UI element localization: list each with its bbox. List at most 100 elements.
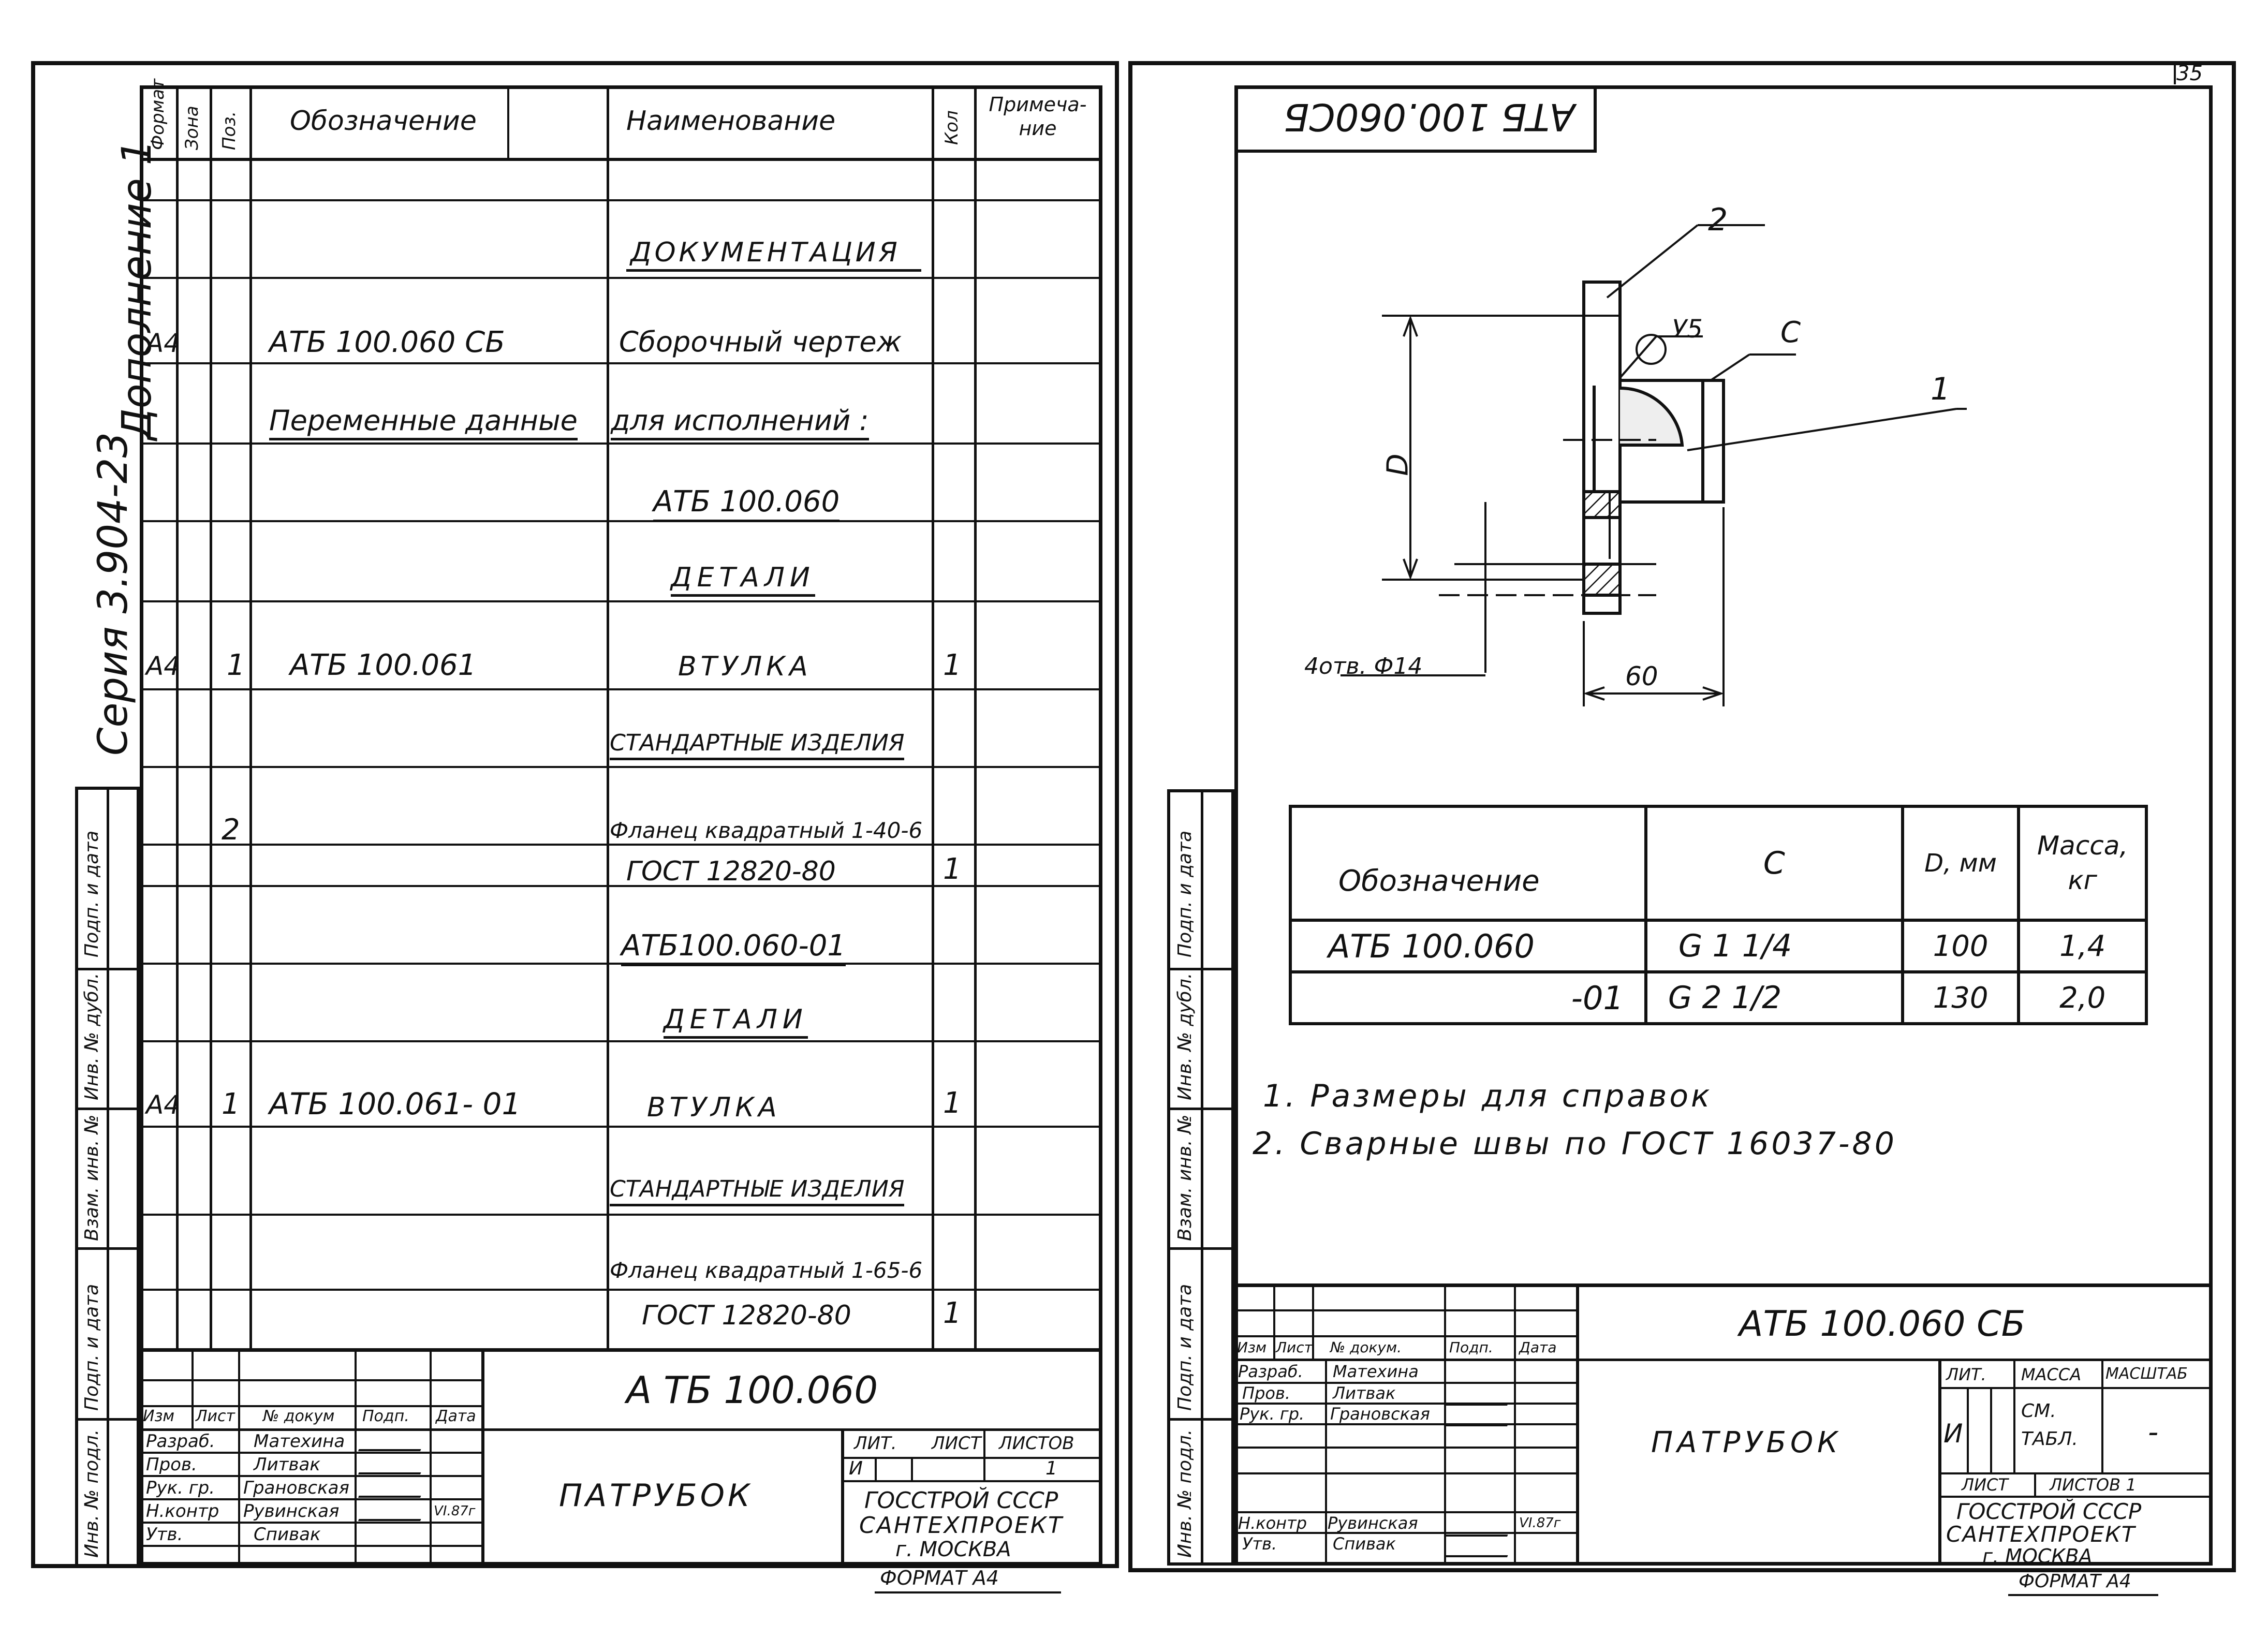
right-sheet (1128, 61, 2236, 1572)
signature (358, 1452, 429, 1474)
tb-right-person-0: Матехина (1333, 1362, 1419, 1381)
row-3-name: АТБ 100.060 (653, 488, 840, 522)
tb-left-role-3: Н.контр (146, 1501, 219, 1522)
signature (1445, 1383, 1516, 1406)
tb-right-scale-label: Масштаб (2105, 1365, 2188, 1383)
row-11-qty: 1 (943, 1086, 962, 1120)
signature (358, 1498, 429, 1521)
rm-label-3: Подп. и дата (1174, 1283, 1196, 1411)
holes-label: 4отв. Ф14 (1304, 653, 1423, 680)
variants-row-1-c: G 2 1/2 (1644, 970, 1904, 1025)
code-box (1234, 85, 1597, 153)
spec-row-line (140, 520, 1102, 522)
spec-row-line (140, 766, 1102, 768)
spec-row-line (140, 277, 1102, 279)
tb-right-col-0: Изм (1237, 1339, 1266, 1356)
tb-left-format: Формат А4 (880, 1567, 999, 1589)
header-note: Примеча-ние (989, 93, 1087, 140)
header-name: Наименование (626, 106, 836, 137)
spec-row-line (140, 1214, 1102, 1216)
variants-header-d: D, мм (1901, 805, 2021, 922)
tb-left-sheets: 1 (1045, 1458, 1057, 1479)
supplement-label: Дополнение 1 (114, 139, 160, 440)
code-rotated: АТБ 100.060СБ (1284, 95, 1575, 139)
row-10-name: Детали (664, 1006, 808, 1039)
rm-label-1: Инв. № дубл. (1174, 972, 1196, 1100)
tb-left-person-2: Грановская (243, 1478, 349, 1498)
thread-mark: С (1780, 316, 1801, 349)
signature (1445, 1534, 1516, 1557)
spec-row-line (140, 1289, 1102, 1291)
variants-row-1-designation: -01 (1289, 970, 1647, 1025)
signature (358, 1475, 429, 1498)
tb-left-role-0: Разраб. (146, 1431, 215, 1452)
row-12-name: Стандартные изделия (610, 1178, 905, 1206)
lm-label-2: Взам. инв. № (81, 1114, 102, 1241)
tb-left-person-3: Рувинская (243, 1501, 340, 1522)
row-11-name: Втулка (647, 1092, 781, 1123)
tb-left-col-3: Подп. (362, 1407, 409, 1425)
variants-header-c: С (1644, 805, 1904, 922)
tb-left-lit-label: Лит. (854, 1433, 897, 1454)
tb-right-scale: - (2148, 1415, 2159, 1449)
tb-right-mass: См. табл. (2021, 1400, 2078, 1450)
tb-left-lit: И (849, 1458, 863, 1479)
tb-right-role-3: Н.контр (1238, 1513, 1307, 1533)
tb-right-mass-label: Масса (2021, 1365, 2082, 1384)
left-sheet (31, 61, 1119, 1568)
row-8-qty: 1 (943, 852, 962, 886)
tb-left-sheets-label: Листов (999, 1433, 1074, 1454)
row-9-name: АТБ100.060-01 (621, 932, 846, 966)
tb-right-col-2: № докум. (1330, 1339, 1402, 1356)
dimension-lines (1341, 224, 1967, 706)
tb-left-sheet-label: Лист (932, 1433, 981, 1454)
row-11-designation: АТБ 100.061- 01 (269, 1086, 521, 1121)
tb-right-code: АТБ 100.060 СБ (1739, 1304, 2026, 1345)
row-7-pos: 2 (222, 813, 240, 847)
tb-right-role-2: Рук. гр. (1240, 1404, 1305, 1424)
spec-row-line (140, 844, 1102, 846)
tb-right-role-1: Пров. (1242, 1383, 1290, 1403)
series-label: Серия 3.904-23 (90, 432, 137, 756)
spec-row-line (140, 1040, 1102, 1042)
tb-right-sheet-label: Лист (1962, 1475, 2008, 1495)
signature (358, 1524, 429, 1547)
rm-label-4: Инв. № подл. (1174, 1429, 1196, 1558)
signature (1445, 1514, 1516, 1537)
spec-row-line (140, 442, 1102, 445)
row-14-qty: 1 (943, 1296, 962, 1330)
row-1-format: А4 (146, 328, 181, 358)
row-11-pos: 1 (222, 1087, 240, 1121)
note-1: 1. Размеры для справок (1263, 1078, 1713, 1114)
row-4-name: Детали (671, 564, 815, 597)
row-1-name: Сборочный чертеж (619, 326, 902, 358)
tb-right-person-4: Спивак (1333, 1534, 1396, 1554)
tb-left-name: Патрубок (559, 1478, 753, 1514)
tb-right-col-4: Дата (1519, 1339, 1557, 1356)
spec-row-line (140, 199, 1102, 201)
spec-frame (140, 85, 1102, 1566)
header-pos: Поз. (219, 111, 240, 150)
tb-left-code: А ТБ 100.060 (626, 1368, 878, 1412)
variants-row-1-d: 130 (1901, 970, 2021, 1025)
weld-mark: У5 (1672, 315, 1703, 344)
rm-label-2: Взам. инв. № (1174, 1114, 1196, 1241)
lm-label-4: Инв. № подл. (81, 1429, 102, 1558)
row-6-name: Стандартные изделия (610, 732, 905, 760)
row-7-name: Фланец квадратный 1-40-6 (610, 818, 923, 843)
tb-right-org-1: САНТЕХПРОЕКТ (1946, 1522, 2136, 1547)
variants-row-1-mass: 2,0 (2017, 970, 2148, 1025)
row-5-name: Втулка (678, 651, 812, 682)
tb-left-person-4: Спивак (254, 1524, 321, 1545)
spec-row-line (140, 600, 1102, 602)
spec-row-line (140, 1126, 1102, 1128)
row-8-name: ГОСТ 12820-80 (626, 856, 836, 887)
tb-right-format: Формат А4 (2019, 1571, 2131, 1592)
tb-left-date: VI.87г (434, 1503, 476, 1519)
row-5-designation: АТБ 100.061 (290, 648, 477, 682)
header-designation: Обозначение (290, 106, 477, 137)
dim-d: D (1381, 453, 1415, 476)
tb-left-org-0: ГОССТРОЙ СССР (864, 1487, 1058, 1514)
spec-row-line (140, 885, 1102, 887)
lm-label-0: Подп. и дата (81, 830, 102, 957)
